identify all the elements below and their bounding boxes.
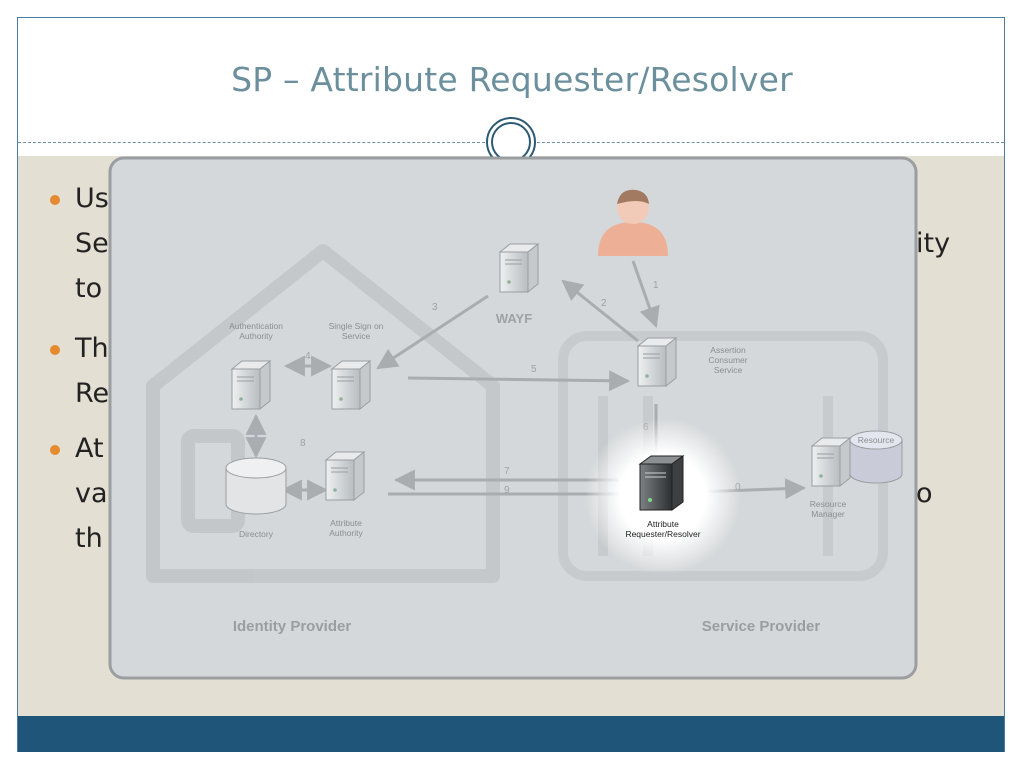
federation-diagram: 1 2 3 4 5 6 7 8 9 0 WAYF xyxy=(108,156,918,680)
step-label: 7 xyxy=(504,466,510,477)
bullet-3-line-1: At xyxy=(75,433,104,464)
step-label: 8 xyxy=(300,438,306,449)
step-label: 3 xyxy=(432,302,438,313)
bullet-1-icon xyxy=(50,195,60,205)
identity-provider-label: Identity Provider xyxy=(233,618,352,635)
database-icon xyxy=(849,430,903,484)
footer-bar xyxy=(18,716,1004,752)
step-label: 4 xyxy=(305,351,311,362)
step-label: 9 xyxy=(504,485,510,496)
server-icon xyxy=(330,359,372,411)
database-icon xyxy=(225,457,287,515)
wayf-label: WAYF xyxy=(496,311,532,326)
bullet-2-line-1: Th xyxy=(75,333,109,364)
node-label-directory: Directory xyxy=(239,529,274,539)
server-icon xyxy=(638,455,685,511)
diagram-panel xyxy=(108,156,918,680)
step-label: 5 xyxy=(531,364,537,375)
server-icon xyxy=(498,242,540,294)
node-label-resource: Resource xyxy=(858,435,895,445)
bullet-3-line-3: th xyxy=(75,523,103,554)
arrow-2 xyxy=(561,279,639,343)
bullet-3-trailing-text: o xyxy=(916,478,933,509)
bullet-1-line-2: Se xyxy=(75,228,109,259)
bullet-1-trailing-text: ity xyxy=(916,228,951,259)
bullet-1-line-3: to xyxy=(75,273,103,304)
slide-title: SP – Attribute Requester/Resolver xyxy=(231,60,793,99)
arrow-1 xyxy=(631,260,660,328)
bullet-1-line-1: Us xyxy=(75,183,109,214)
arrow-3 xyxy=(376,294,489,370)
server-icon xyxy=(324,450,366,502)
bullet-3-line-2: va xyxy=(75,478,108,509)
step-label: 1 xyxy=(653,280,659,291)
service-provider-label: Service Provider xyxy=(702,618,821,635)
server-icon xyxy=(636,336,678,388)
arrow-5 xyxy=(407,370,631,392)
user-icon xyxy=(598,189,668,256)
server-icon xyxy=(230,359,272,411)
bullet-2-icon xyxy=(50,345,60,355)
step-label: 2 xyxy=(601,298,607,309)
bullet-2-line-2: Re xyxy=(75,378,110,409)
server-icon xyxy=(810,436,852,488)
bullet-3-icon xyxy=(50,445,60,455)
divider-ornament-inner-icon xyxy=(491,122,531,162)
